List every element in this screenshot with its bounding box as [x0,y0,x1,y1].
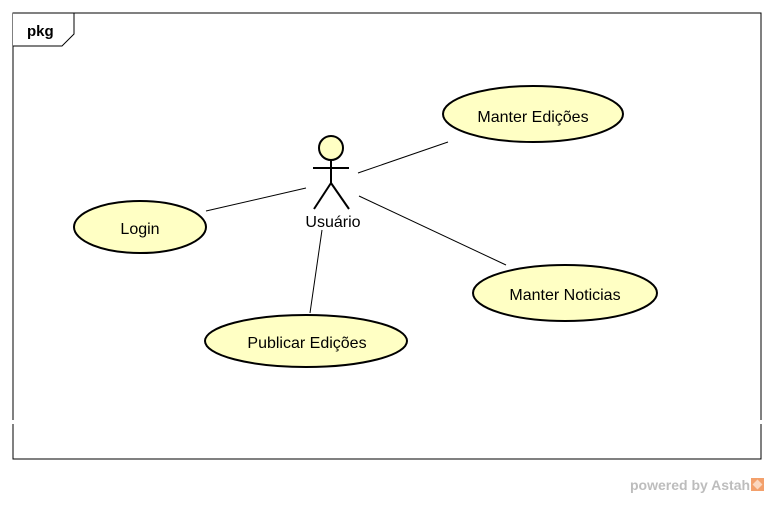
usecase-manter-noticias-label: Manter Noticias [509,287,620,304]
usecase-publicar-edicoes-ellipse [204,314,408,368]
usecase-manter-noticias[interactable]: Manter Noticias [472,264,658,322]
usecase-publicar-edicoes-label: Publicar Edições [247,335,366,352]
usecase-manter-edicoes-ellipse [442,85,624,143]
usecase-manter-edicoes-label: Manter Edições [477,109,588,126]
actor-label: Usuário [305,214,360,231]
usecase-publicar-edicoes[interactable]: Publicar Edições [204,314,408,368]
usecase-login[interactable]: Login [73,200,207,254]
association-usuario-manter-edicoes[interactable] [357,141,449,174]
actor-head [318,135,344,161]
usecase-login-label: Login [120,221,159,238]
package-frame-tab-label: pkg [27,23,54,40]
watermark-text: powered by Astah [630,477,751,493]
usecase-manter-noticias-ellipse [472,264,658,322]
package-frame-tab [13,12,75,47]
association-usuario-manter-noticias[interactable] [358,195,507,266]
association-usuario-login[interactable] [205,187,307,212]
astah-logo-icon [751,478,765,491]
actor-left-leg [313,182,332,210]
actor-right-leg [330,182,350,210]
usecase-manter-edicoes[interactable]: Manter Edições [442,85,624,143]
astah-watermark: powered by Astah [630,477,765,493]
usecase-login-ellipse [73,200,207,254]
actor-usuario[interactable]: Usuário [305,135,361,231]
association-usuario-publicar-edicoes[interactable] [309,229,323,314]
